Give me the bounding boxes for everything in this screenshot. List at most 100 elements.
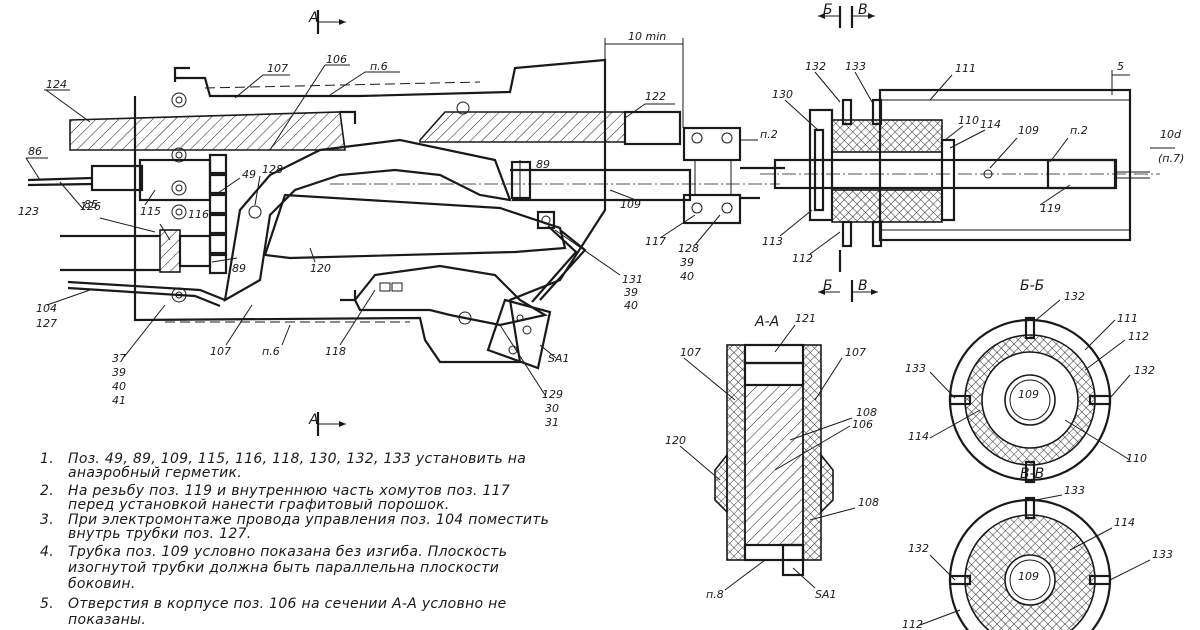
- callout-109c: 109: [1018, 388, 1039, 401]
- note-4-num: 4.: [40, 544, 54, 560]
- callout-106: 106: [326, 53, 347, 66]
- section-title-bb: Б-Б: [1020, 278, 1044, 294]
- note-3-line-1: При электромонтаже провода управления по…: [68, 512, 549, 528]
- callout-133b: 133: [905, 362, 926, 375]
- section-v-v: [919, 494, 1151, 630]
- section-mark-v-mid: В: [858, 278, 868, 294]
- callout-109: 109: [620, 198, 641, 211]
- section-title-aa: А-А: [754, 314, 779, 330]
- note-2-line-2: перед установкой нанести графитовый поро…: [68, 497, 450, 513]
- callout-111b: 111: [1117, 312, 1138, 325]
- note-1-line-1: Поз. 49, 89, 109, 115, 116, 118, 130, 13…: [68, 451, 526, 467]
- callout-40: 40: [112, 380, 126, 393]
- callout-129: 129: [542, 388, 563, 401]
- callout-107b: 107: [210, 345, 231, 358]
- callout-labels: 124 107 106 п.6 122 86 85 115 49 128 89 …: [18, 53, 1173, 630]
- section-mark-a-top: А: [308, 10, 319, 26]
- callout-104: 104: [36, 302, 57, 315]
- callout-120: 120: [310, 262, 331, 275]
- callout-112b: 112: [1128, 330, 1149, 343]
- section-b-b: [929, 299, 1131, 484]
- callout-39c: 39: [624, 286, 638, 299]
- callout-31: 31: [545, 416, 559, 429]
- callout-39: 39: [112, 366, 126, 379]
- callout-109b: 109: [1018, 124, 1039, 137]
- note-1-line-2: анаэробный герметик.: [68, 465, 242, 481]
- callout-n2: п.2: [760, 128, 778, 141]
- section-title-vv: В-В: [1020, 466, 1044, 482]
- leader-lines-bb: [929, 299, 1131, 461]
- note-4-line-1: Трубка поз. 109 условно показана без изг…: [68, 544, 507, 560]
- callout-107c: 107: [680, 346, 701, 359]
- callout-109d: 109: [1018, 570, 1039, 583]
- callout-122: 122: [645, 90, 666, 103]
- callout-132: 132: [805, 60, 826, 73]
- note-2-line-1: На резьбу поз. 119 и внутреннюю часть хо…: [68, 483, 510, 499]
- note-4-line-2: изогнутой трубки должна быть параллельна…: [68, 560, 499, 576]
- callout-114: 114: [980, 118, 1001, 131]
- note-4-line-3: боковин.: [68, 576, 136, 592]
- callout-121: 121: [795, 312, 816, 325]
- callout-41: 41: [112, 394, 126, 407]
- callout-n6b: п.6: [262, 345, 280, 358]
- callout-37: 37: [112, 352, 126, 365]
- section-a-a: [679, 324, 856, 591]
- callout-123: 123: [18, 205, 39, 218]
- callout-127: 127: [36, 317, 57, 330]
- leader-lines-aa: [679, 324, 856, 591]
- callout-n2b: п.2: [1070, 124, 1088, 137]
- notes-block: 1. Поз. 49, 89, 109, 115, 116, 118, 130,…: [40, 451, 549, 628]
- callout-89: 89: [536, 158, 550, 171]
- callout-118: 118: [325, 345, 346, 358]
- section-mark-b-top: Б: [823, 2, 833, 18]
- callout-128b: 128: [678, 242, 699, 255]
- callout-108: 108: [856, 406, 877, 419]
- callout-132b: 132: [1064, 290, 1085, 303]
- note-3-num: 3.: [40, 512, 54, 528]
- leader-lines-vv: [919, 494, 1151, 626]
- callout-132d: 132: [908, 542, 929, 555]
- callout-108b: 108: [858, 496, 879, 509]
- callout-107: 107: [267, 62, 288, 75]
- callout-110b: 110: [1126, 452, 1147, 465]
- callout-40b: 40: [680, 270, 694, 283]
- callout-n8: п.8: [706, 588, 724, 601]
- main-assembly-view: [25, 10, 785, 436]
- note-5-line-2: показаны.: [68, 612, 146, 628]
- callout-40c: 40: [624, 299, 638, 312]
- section-mark-b-mid: Б: [823, 278, 833, 294]
- callout-30: 30: [545, 402, 559, 415]
- callout-133c: 133: [1064, 484, 1085, 497]
- dimension-labels: 10 min 5 10d (п.7): [628, 30, 1184, 165]
- note-2-num: 2.: [40, 483, 54, 499]
- callout-117: 117: [645, 235, 666, 248]
- note-5-num: 5.: [40, 596, 54, 612]
- callout-sa1b: SA1: [815, 588, 837, 601]
- callout-107d: 107: [845, 346, 866, 359]
- callout-sa1: SA1: [548, 352, 570, 365]
- callout-128: 128: [262, 163, 283, 176]
- callout-132c: 132: [1134, 364, 1155, 377]
- section-mark-v-top: В: [858, 2, 868, 18]
- callout-133d: 133: [1152, 548, 1173, 561]
- callout-106b: 106: [852, 418, 873, 431]
- callout-130: 130: [772, 88, 793, 101]
- callout-85: 85: [84, 198, 98, 211]
- dim-10-min: 10 min: [628, 30, 666, 43]
- callout-131: 131: [622, 273, 643, 286]
- callout-112c: 112: [902, 618, 923, 630]
- callout-133: 133: [845, 60, 866, 73]
- callout-49: 49: [242, 168, 256, 181]
- section-labels: А А Б В Б В А-А Б-Б В-В: [308, 2, 1044, 482]
- callout-114b: 114: [908, 430, 929, 443]
- callout-124: 124: [46, 78, 67, 91]
- callout-110: 110: [958, 114, 979, 127]
- callout-115: 115: [140, 205, 161, 218]
- callout-39b: 39: [680, 256, 694, 269]
- callout-89b: 89: [232, 262, 246, 275]
- note-1-num: 1.: [40, 451, 54, 467]
- dim-5: 5: [1117, 60, 1124, 73]
- callout-114c: 114: [1114, 516, 1135, 529]
- callout-113: 113: [762, 235, 783, 248]
